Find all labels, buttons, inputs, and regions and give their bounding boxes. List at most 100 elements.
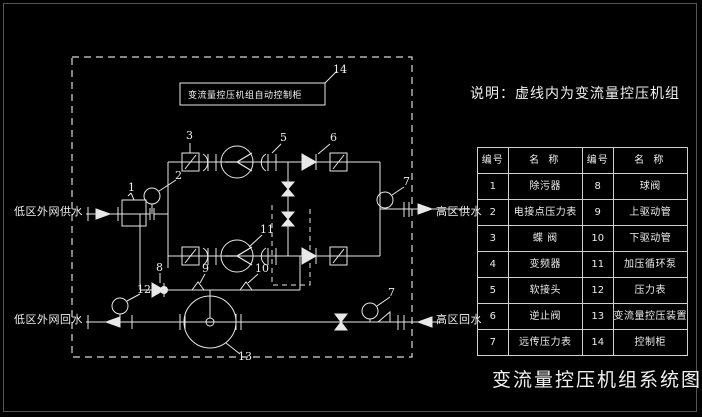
drawing-border [3,3,697,412]
butterfly-valve-upper-out-disc [332,154,345,170]
legend-name: 控制柜 [612,329,689,356]
legend-name: 变流量控压装置 [612,303,689,330]
control-cabinet-label: 变流量控压机组自动控制柜 [188,91,303,101]
port-label-supply-in: 低区外网供水 [14,205,83,218]
table-row: 4 变频器 11 加压循环泵 [477,251,689,278]
legend-no: 9 [581,199,614,226]
legend-name: 加压循环泵 [612,251,689,278]
device-13-flange-right [235,314,242,330]
return-control-valve [334,313,348,331]
gauge-leader-2 [158,179,177,192]
device-13-flange-left [179,314,186,330]
flex-joint-upper-left [207,154,217,171]
butterfly-valve-upper-out [329,152,348,172]
legend-no: 3 [477,225,509,252]
upper-driver-tube-9 [191,281,205,291]
return-inlet-flange [87,315,133,329]
tag-6: 6 [330,131,337,144]
tag-10: 10 [255,262,269,275]
tag-9: 9 [202,262,209,275]
flex-joint-5 [267,154,277,171]
legend-header-name-right: 名 称 [612,147,689,174]
driver-leader-9 [199,273,206,284]
table-row: 7 远传压力表 14 控制柜 [477,329,689,356]
port-label-supply-out: 高区供水 [436,205,482,218]
table-row: 6 逆止阀 13 变流量控压装置 [477,303,689,330]
legend-name: 压力表 [612,277,689,304]
legend-name: 除污器 [507,173,583,200]
butterfly-valve-lower-out-disc [332,248,345,264]
supply-inlet-arrow [95,208,112,220]
legend-no: 10 [581,225,614,252]
supply-inlet-flange [87,207,119,221]
flex-joint-upper-left-cap [202,153,209,172]
tag-5: 5 [280,131,287,144]
port-label-return-out: 高区回水 [436,313,482,326]
gauge-leader-7-lower [376,296,391,307]
drawing-note: 说明：虚线内为变流量控压机组 [470,86,680,102]
legend-name: 逆止阀 [507,303,583,330]
butterfly-valve-lower [181,246,200,266]
legend-no: 12 [581,277,614,304]
flex-joint-lower-left-cap [202,247,209,266]
check-valve-6-lower [301,247,318,265]
control-valve-upper [280,181,296,197]
port-label-return-in: 低区外网回水 [14,313,83,326]
ball-valve-8-ball [160,286,168,294]
pump-lower-11 [220,239,254,273]
gauge-12 [111,297,129,315]
driver-leader-10 [247,273,259,284]
legend-no: 6 [477,303,509,330]
legend-name: 上驱动管 [612,199,689,226]
tag-14: 14 [333,63,347,76]
pump-upper-impeller [225,152,253,172]
lower-driver-tube-10 [239,281,253,291]
dashed-unit-boundary [71,56,413,358]
flex-joint-lower-left [207,248,217,265]
ball-valve-8 [151,282,165,298]
legend-no: 7 [477,329,509,356]
gauge-2 [143,187,161,205]
tag-12: 12 [137,283,151,296]
legend-name: 电接点压力表 [507,199,583,226]
strainer-1 [121,199,147,227]
legend-header-row: 编号 名 称 编号 名 称 [477,147,689,174]
legend-no: 13 [581,303,614,330]
gauge-leader-12 [126,293,141,302]
page-title: 变流量控压机组系统图 [492,369,702,391]
legend-header-no-left: 编号 [477,147,509,174]
legend-name: 下驱动管 [612,225,689,252]
tag-8: 8 [156,261,163,274]
table-row: 1 除污器 8 球阀 [477,173,689,200]
return-outlet-arrow [416,316,433,328]
gauge-7-upper [376,191,394,209]
control-cabinet-box [179,82,326,106]
return-outlet-flange [397,315,405,330]
legend-name: 远传压力表 [507,329,583,356]
butterfly-valve-lower-out [329,246,348,266]
legend-no: 1 [477,173,509,200]
legend-header-name-left: 名 称 [507,147,583,174]
cabinet-leader-14 [324,70,338,84]
flex-leader-5 [271,143,282,154]
legend-no: 14 [581,329,614,356]
legend-header-no-right: 编号 [581,147,614,174]
legend-no: 11 [581,251,614,278]
table-row: 2 电接点压力表 9 上驱动管 [477,199,689,226]
return-angle-valve [377,310,391,323]
legend-name: 软接头 [507,277,583,304]
flex-joint-lower-right [267,248,277,265]
tag-2: 2 [175,169,182,182]
tag-7-lower: 7 [388,286,395,299]
butterfly-valve-3-disc [184,154,197,170]
legend-table: 编号 名 称 编号 名 称 1 除污器 8 球阀 2 电接点压力表 9 上驱动管… [477,147,689,356]
pump-leader-11 [248,234,263,248]
check-leader-6 [317,143,331,155]
legend-no: 5 [477,277,509,304]
legend-name: 球阀 [612,173,689,200]
legend-no: 4 [477,251,509,278]
butterfly-valve-lower-disc [184,248,197,264]
control-valve-lower [280,211,296,227]
pump-lower-impeller [225,246,253,266]
